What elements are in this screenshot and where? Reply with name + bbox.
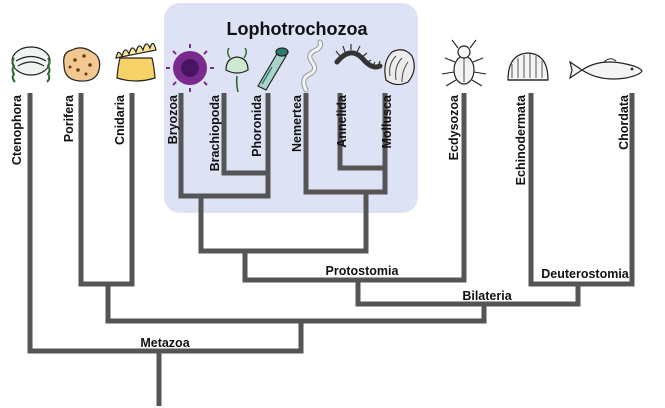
- annelid-icon: [334, 44, 383, 70]
- sponge-icon: [63, 47, 101, 82]
- brachiopod-icon: [225, 47, 249, 93]
- node-label-metazoa: Metazoa: [140, 336, 190, 350]
- taxon-label-ecdysozoa: Ecdysozoa: [447, 94, 461, 160]
- node-label-protostomia: Protostomia: [326, 264, 400, 278]
- branch-protostomia: [242, 93, 467, 283]
- sea-urchin-icon: [507, 52, 549, 81]
- node-label-bilateria: Bilateria: [462, 289, 512, 303]
- node-label-deuterostomia: Deuterostomia: [541, 267, 630, 281]
- insect-icon: [441, 39, 487, 87]
- branch-nemertea-annelida-mollusca: [303, 93, 388, 195]
- taxon-label-ctenophora: Ctenophora: [10, 94, 24, 165]
- taxon-label-nemertea: Nemertea: [290, 94, 304, 152]
- bryozoan-icon: [166, 44, 214, 92]
- taxon-label-mollusca: Mollusca: [380, 94, 394, 149]
- taxon-label-bryozoa: Bryozoa: [166, 94, 180, 144]
- branch-parahoxozoa: [105, 284, 487, 324]
- lophotrochozoa-title: Lophotrochozoa: [227, 19, 369, 39]
- anemone-icon: [115, 42, 157, 82]
- taxon-label-brachiopoda: Brachiopoda: [208, 94, 222, 171]
- taxon-label-echinodermata: Echinodermata: [514, 94, 528, 185]
- branch-metazoa: [27, 93, 304, 354]
- branch-bryozoa-brachiopoda-phoronida: [178, 93, 271, 199]
- taxon-label-annelida: Annelida: [335, 94, 349, 148]
- taxon-label-chordata: Chordata: [617, 94, 631, 150]
- taxon-label-cnidaria: Cnidaria: [113, 94, 127, 145]
- shell-icon: [384, 49, 415, 86]
- fish-icon: [569, 58, 643, 80]
- branch-bilateria: [355, 280, 581, 307]
- tree-branches: [27, 93, 635, 406]
- phoronid-icon: [257, 47, 289, 91]
- taxon-label-phoronida: Phoronida: [250, 94, 264, 157]
- ribbon-worm-icon: [301, 39, 323, 93]
- branch-deuterostomia: [528, 93, 635, 287]
- ctenophore-icon: [11, 46, 51, 83]
- branch-lophotrochozoa: [198, 192, 369, 254]
- taxon-label-porifera: Porifera: [62, 94, 76, 142]
